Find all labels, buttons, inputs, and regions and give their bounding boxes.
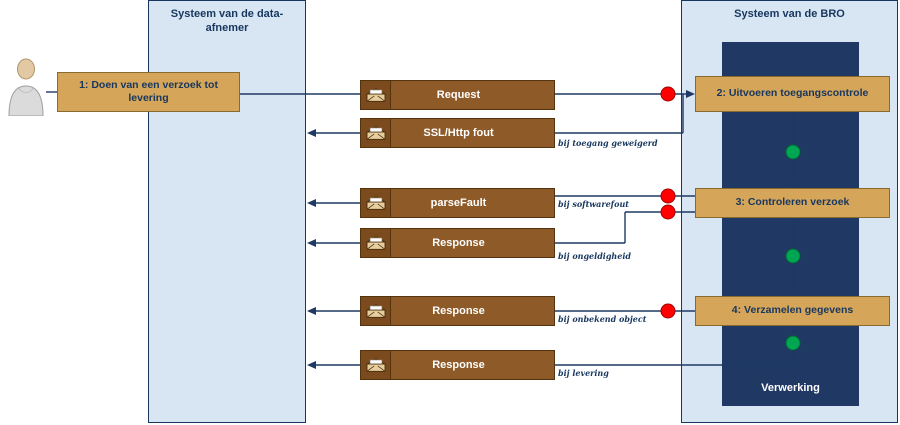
message-response-ongeldigheid: Response <box>360 228 555 258</box>
message-response-onbekend-object: Response <box>360 296 555 326</box>
message-label: Response <box>432 359 485 371</box>
error-dot-ongeldigheid <box>660 204 676 220</box>
system-column-data-afnemer: Systeem van de data-afnemer <box>148 0 306 423</box>
step-2-box: 2: Uitvoeren toegangscontrole <box>695 76 890 112</box>
error-dot-parsefault <box>660 188 676 204</box>
step-2-label: 2: Uitvoeren toegangscontrole <box>716 87 869 100</box>
system-title-bro: Systeem van de BRO <box>734 8 845 20</box>
envelope-icon <box>361 189 391 217</box>
message-ssl-http-fout: SSL/Http fout <box>360 118 555 148</box>
message-label: SSL/Http fout <box>423 127 494 139</box>
envelope-icon <box>361 119 391 147</box>
system-title-data-afnemer: Systeem van de data-afnemer <box>170 8 284 35</box>
step-4-label: 4: Verzamelen gegevens <box>731 304 854 317</box>
note-ongeldigheid: bij ongeldigheid <box>558 251 631 261</box>
step-4-box: 4: Verzamelen gegevens <box>695 296 890 326</box>
step-3-box: 3: Controleren verzoek <box>695 188 890 218</box>
note-softwarefout: bij softwarefout <box>558 199 629 209</box>
step-1-box: 1: Doen van een verzoek tot levering <box>57 72 240 112</box>
message-parsefault: parseFault <box>360 188 555 218</box>
message-request: Request <box>360 80 555 110</box>
error-dot-toegangscontrole <box>660 86 676 102</box>
message-label: Response <box>432 305 485 317</box>
step-1-label: 1: Doen van een verzoek tot levering <box>79 78 218 104</box>
person-icon <box>5 58 47 117</box>
envelope-icon <box>361 351 391 379</box>
note-levering: bij levering <box>558 368 609 378</box>
envelope-icon <box>361 297 391 325</box>
message-label: Response <box>432 237 485 249</box>
message-label: parseFault <box>430 197 487 209</box>
envelope-icon <box>361 229 391 257</box>
message-response-levering: Response <box>360 350 555 380</box>
processing-panel-label: Verwerking <box>761 382 820 394</box>
step-3-label: 3: Controleren verzoek <box>735 196 850 209</box>
note-onbekend-object: bij onbekend object <box>558 314 647 324</box>
error-dot-onbekend-object <box>660 303 676 319</box>
message-label: Request <box>436 89 481 101</box>
note-toegang-geweigerd: bij toegang geweigerd <box>558 138 658 148</box>
envelope-icon <box>361 81 391 109</box>
